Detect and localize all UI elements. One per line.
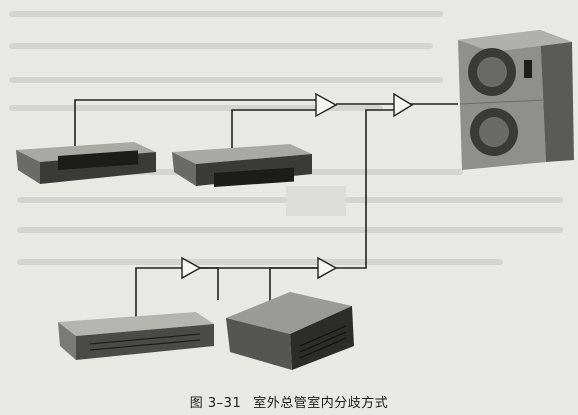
branch-joint-icon bbox=[181, 256, 202, 280]
ceiling-duct-unit-icon bbox=[172, 144, 312, 188]
figure-caption: 图 3–31 室外总管室内分歧方式 bbox=[0, 392, 578, 411]
outdoor-unit-icon bbox=[458, 30, 574, 170]
refrigerant-pipes bbox=[74, 99, 458, 330]
pipe-top-left bbox=[74, 99, 316, 148]
pipe-bottom-left bbox=[135, 267, 182, 318]
figure-number: 图 3–31 bbox=[189, 396, 242, 411]
ceiling-duct-unit-icon bbox=[16, 142, 156, 184]
figure-title: 室外总管室内分歧方式 bbox=[253, 396, 389, 411]
pipe-top-middle bbox=[231, 109, 316, 148]
ducted-unit-icon bbox=[58, 312, 214, 360]
branch-joint-icon bbox=[393, 92, 414, 118]
branch-joints bbox=[181, 92, 414, 280]
pipe-main-riser bbox=[334, 109, 394, 269]
ducted-unit-icon bbox=[226, 292, 354, 370]
branch-joint-icon bbox=[315, 92, 338, 118]
branch-joint-icon bbox=[317, 256, 338, 280]
